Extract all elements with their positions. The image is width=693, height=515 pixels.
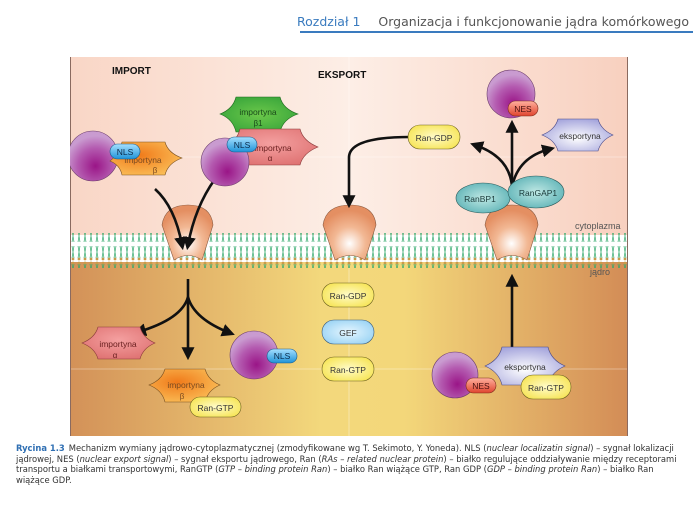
- chapter-title: Organizacja i funkcjonowanie jądra komór…: [378, 14, 689, 29]
- nes-label: NES: [472, 381, 490, 391]
- nls-tag: [226, 136, 258, 153]
- importin-beta-sub: β: [153, 166, 158, 175]
- ran-gtp-label: Ran-GTP: [330, 365, 366, 375]
- header-rule: [300, 31, 693, 33]
- nucleus-label: jądro: [589, 267, 610, 277]
- exportin-shape: [541, 118, 614, 152]
- caption-body: Mechanizm wymiany jądrowo-cytoplazmatycz…: [16, 443, 677, 485]
- chapter-label: Rozdział 1: [296, 14, 361, 29]
- importin-beta-label: importyna: [167, 380, 205, 390]
- importin-beta-sub: β: [180, 392, 185, 401]
- cytoplasm-label: cytoplazma: [575, 221, 621, 231]
- nls-tag: [109, 143, 141, 160]
- ran-gdp-label-top: Ran-GDP: [416, 133, 453, 143]
- ran-gdp-pill-top: [407, 124, 461, 150]
- caption-term: nuclear localizatin signal: [486, 443, 591, 453]
- export-nucleus-complex: eksportyna NES Ran-GTP: [431, 346, 572, 400]
- running-head: Rozdział 1 Organizacja i funkcjonowanie …: [297, 14, 689, 29]
- nes-tag: [465, 377, 497, 394]
- ran-gdp-pill: [321, 282, 375, 308]
- exportin-label: eksportyna: [504, 362, 546, 372]
- caption-text: ) – sygnał eksportu jądrowego, Ran (: [168, 453, 322, 464]
- caption-term: GDP – binding protein Ran: [486, 464, 598, 475]
- nls-tag: [266, 348, 298, 364]
- importin-alpha-label: importyna: [254, 143, 292, 153]
- caption-lead: Rycina 1.3: [16, 443, 65, 453]
- export-heading: EKSPORT: [318, 70, 366, 81]
- nls-label: NLS: [274, 351, 291, 361]
- caption-term: RAs – related nuclear protein: [321, 453, 444, 464]
- cargo-protein: [70, 130, 119, 182]
- importin-alpha-sub: α: [113, 351, 118, 360]
- importin-beta1-sub: β1: [253, 119, 263, 128]
- import-arrows: [133, 178, 235, 361]
- importin-alpha-sub: α: [268, 154, 273, 163]
- gef-label: GEF: [339, 328, 356, 338]
- importin-beta1-label: importyna: [239, 107, 277, 117]
- nls-label: NLS: [117, 147, 134, 157]
- export-cytoplasm: NES eksportyna RanBP1 RanGAP1: [455, 69, 614, 214]
- nes-label: NES: [514, 104, 532, 114]
- import-complex-2: importyna β1 importyna α NLS: [200, 96, 319, 187]
- rangap1-ellipse: [507, 175, 565, 209]
- ran-gtp-label: Ran-GTP: [198, 403, 234, 413]
- import-complex-1: importyna β NLS: [70, 130, 183, 182]
- ran-gtp-label: Ran-GTP: [528, 383, 564, 393]
- ran-gtp-pill: [520, 374, 572, 400]
- figure-nuclear-transport: IMPORT EKSPORT cytoplazma jądro importyn…: [70, 57, 628, 436]
- export-arrows: [342, 119, 556, 347]
- caption-text: ) – białko Ran wiążące GTP, Ran GDP (: [327, 464, 487, 475]
- page-header: Rozdział 1 Organizacja i funkcjonowanie …: [0, 14, 693, 36]
- exportin-label: eksportyna: [559, 131, 601, 141]
- ran-gtp-pill: [321, 356, 375, 382]
- importin-alpha-shape: [81, 326, 156, 360]
- import-nucleus-products: importyna α importyna β Ran-GTP NLS: [81, 326, 298, 418]
- ranbp1-label: RanBP1: [464, 194, 496, 204]
- caption-text: Mechanizm wymiany jądrowo-cytoplazmatycz…: [68, 443, 487, 453]
- caption-term: GTP – binding protein Ran: [218, 464, 328, 475]
- nuclear-pore-ran: [322, 204, 377, 261]
- rangap1-label: RanGAP1: [519, 188, 558, 198]
- nls-label: NLS: [234, 140, 251, 150]
- ran-gdp-label: Ran-GDP: [330, 291, 367, 301]
- importin-alpha-label: importyna: [99, 339, 137, 349]
- ran-cycle: Ran-GDP Ran-GDP GEF Ran-GTP: [321, 124, 461, 382]
- caption-text: ) – białko Ran wiążące GDP.: [16, 464, 654, 485]
- caption-text: ) – sygnał lokalizacji jądrowej, NES (: [16, 443, 674, 464]
- caption-term: nuclear export signal: [79, 453, 169, 464]
- caption-text: ) – białko regulujące oddziaływanie międ…: [16, 453, 677, 475]
- ran-gtp-pill: [189, 396, 242, 418]
- importin-beta-label: importyna: [124, 155, 162, 165]
- gef-pill: [321, 319, 375, 345]
- nes-tag: [507, 100, 539, 117]
- import-heading: IMPORT: [112, 66, 151, 77]
